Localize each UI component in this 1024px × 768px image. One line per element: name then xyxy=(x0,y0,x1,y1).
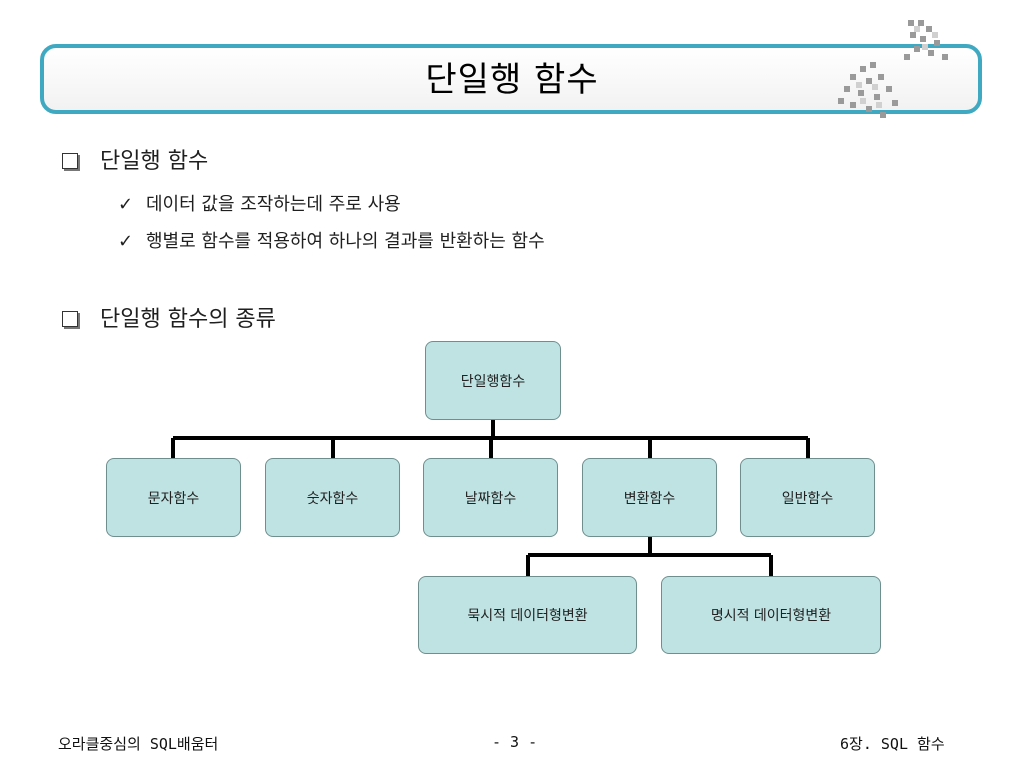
node-number-function: 숫자함수 xyxy=(265,458,400,537)
footer-right: 6장. SQL 함수 xyxy=(840,735,945,753)
node-implicit-conversion: 묵시적 데이터형변환 xyxy=(418,576,637,654)
title-bar xyxy=(40,44,982,114)
section-heading-single-row-functions: 단일행 함수 xyxy=(62,148,208,176)
node-character-function: 문자함수 xyxy=(106,458,241,537)
footer-left: 오라클중심의 SQL배움터 xyxy=(58,735,219,753)
decorative-figure-icon xyxy=(838,20,948,118)
slide-title: 단일행 함수 xyxy=(425,60,599,100)
bullet-item: ✓데이터 값을 조작하는데 주로 사용 xyxy=(118,194,401,215)
node-single-row-function: 단일행함수 xyxy=(425,341,561,420)
node-general-function: 일반함수 xyxy=(740,458,875,537)
checkmark-icon: ✓ xyxy=(118,231,134,252)
node-date-function: 날짜함수 xyxy=(423,458,558,537)
footer-page-number: - 3 - xyxy=(492,733,538,751)
node-explicit-conversion: 명시적 데이터형변환 xyxy=(661,576,881,654)
checkmark-icon: ✓ xyxy=(118,194,134,215)
node-conversion-function: 변환함수 xyxy=(582,458,717,537)
square-bullet-icon xyxy=(62,311,78,327)
bullet-item: ✓행별로 함수를 적용하여 하나의 결과를 반환하는 함수 xyxy=(118,231,545,252)
square-bullet-icon xyxy=(62,153,78,169)
section-heading-function-types: 단일행 함수의 종류 xyxy=(62,306,276,334)
